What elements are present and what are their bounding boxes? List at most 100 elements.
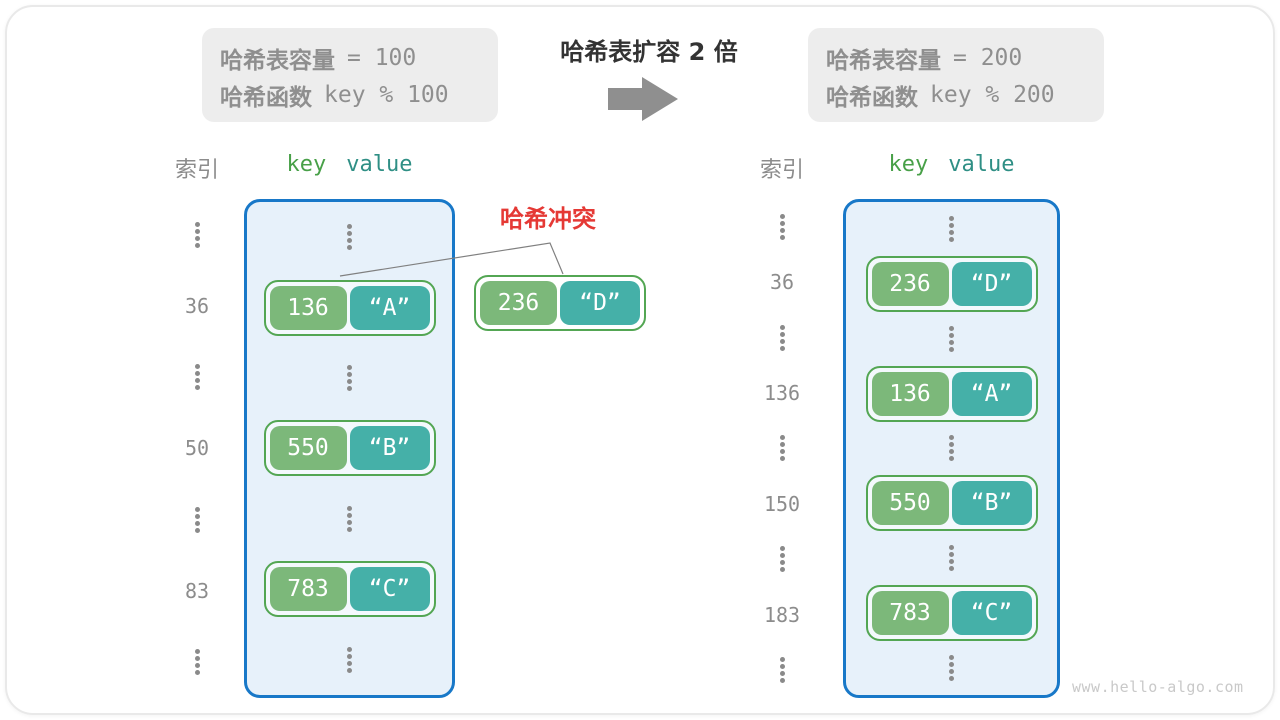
index-label: 50 (184, 436, 210, 461)
bucket-pair-row: 783“C” (247, 554, 452, 624)
value-cell: “A” (951, 371, 1032, 416)
key-value-pair: 783“C” (865, 585, 1038, 642)
index-header: 索引 (174, 158, 219, 183)
value-cell: “B” (349, 426, 430, 471)
index-label: 36 (769, 270, 795, 295)
index-label: 36 (184, 293, 210, 318)
vertical-ellipsis-icon (779, 435, 785, 462)
index-row: 36 (150, 270, 244, 341)
bucket-ellipsis-row (247, 343, 452, 413)
value-cell: “B” (951, 481, 1032, 526)
index-label: 136 (763, 381, 801, 406)
bucket-container: 136“A” 550“B” 783“C” (244, 199, 455, 698)
index-ellipsis-row (735, 310, 829, 365)
hash-function-label: 哈希函数 (220, 84, 312, 111)
index-ellipsis-row (735, 199, 829, 254)
vertical-ellipsis-icon (949, 545, 954, 572)
hash-function-value: key % 100 (324, 81, 449, 108)
value-cell: “C” (349, 567, 430, 612)
index-column: 36 136 150 183 (735, 199, 829, 698)
bucket-pair-row: 550“B” (247, 413, 452, 483)
capacity-value: = 100 (347, 44, 417, 71)
hash-table-after: 索引 key value 36 136 150 183 236“D” 136“A” 550… (735, 150, 1060, 700)
index-label: 150 (763, 491, 801, 516)
hash-function-line: 哈希函数 key % 200 (826, 76, 1104, 113)
watermark: www.hello-algo.com (1072, 678, 1244, 696)
vertical-ellipsis-icon (347, 224, 352, 251)
hash-table-before: 索引 key value 36 50 83 136“A” 550“B” 783“C” (150, 150, 455, 700)
index-ellipsis-row (735, 421, 829, 476)
index-header: 索引 (759, 158, 804, 183)
expand-arrow-icon (608, 76, 680, 122)
vertical-ellipsis-icon (347, 505, 352, 532)
value-cell: “D” (951, 261, 1032, 306)
key-value-pair: 136“A” (263, 279, 436, 336)
index-row: 183 (735, 587, 829, 642)
bucket-container: 236“D” 136“A” 550“B” 783“C” (843, 199, 1060, 698)
colliding-pair-slot: 236“D” (474, 275, 646, 331)
hash-function-line: 哈希函数 key % 100 (220, 76, 498, 113)
key-value-pair: 236“D” (474, 275, 646, 331)
bucket-ellipsis-row (846, 422, 1057, 476)
vertical-ellipsis-icon (779, 213, 785, 240)
key-header: key (888, 152, 929, 177)
key-value-pair: 136“A” (865, 365, 1038, 422)
vertical-ellipsis-icon (194, 649, 200, 676)
value-header: value (346, 152, 413, 177)
vertical-ellipsis-icon (779, 657, 785, 684)
bucket-ellipsis-row (247, 202, 452, 272)
value-header: value (948, 152, 1015, 177)
key-cell: 136 (269, 285, 347, 330)
value-cell: “A” (349, 285, 430, 330)
index-ellipsis-row (150, 199, 244, 270)
bucket-pair-row: 136“A” (846, 365, 1057, 422)
vertical-ellipsis-icon (949, 655, 954, 682)
vertical-ellipsis-icon (347, 646, 352, 673)
key-value-pair: 550“B” (263, 420, 436, 477)
key-header: key (286, 152, 327, 177)
capacity-value: = 200 (953, 44, 1023, 71)
vertical-ellipsis-icon (194, 221, 200, 248)
bucket-ellipsis-row (846, 202, 1057, 256)
bucket-ellipsis-row (846, 531, 1057, 585)
bucket-ellipsis-row (846, 312, 1057, 366)
vertical-ellipsis-icon (347, 365, 352, 392)
capacity-label: 哈希表容量 (220, 47, 335, 74)
index-row: 83 (150, 555, 244, 626)
vertical-ellipsis-icon (779, 546, 785, 573)
capacity-line: 哈希表容量 = 100 (220, 39, 498, 76)
index-ellipsis-row (150, 342, 244, 413)
key-cell: 783 (269, 567, 347, 612)
vertical-ellipsis-icon (949, 435, 954, 462)
bucket-pair-row: 550“B” (846, 475, 1057, 532)
index-ellipsis-row (150, 484, 244, 555)
key-cell: 236 (480, 281, 557, 325)
bucket-ellipsis-row (247, 625, 452, 695)
key-value-pair: 236“D” (865, 255, 1038, 312)
bucket-pair-row: 236“D” (846, 255, 1057, 312)
capacity-label: 哈希表容量 (826, 47, 941, 74)
index-ellipsis-row (735, 643, 829, 698)
key-cell: 236 (871, 261, 949, 306)
index-column: 36 50 83 (150, 199, 244, 698)
bucket-ellipsis-row (846, 641, 1057, 695)
capacity-box-before: 哈希表容量 = 100 哈希函数 key % 100 (202, 28, 498, 122)
index-ellipsis-row (150, 627, 244, 698)
vertical-ellipsis-icon (194, 364, 200, 391)
value-cell: “C” (951, 591, 1032, 636)
bucket-pair-row: 783“C” (846, 585, 1057, 642)
bucket-ellipsis-row (247, 484, 452, 554)
hash-function-label: 哈希函数 (826, 84, 918, 111)
value-cell: “D” (560, 281, 640, 325)
key-cell: 550 (871, 481, 949, 526)
index-ellipsis-row (735, 532, 829, 587)
key-cell: 550 (269, 426, 347, 471)
vertical-ellipsis-icon (779, 324, 785, 351)
bucket-pair-row: 136“A” (247, 272, 452, 342)
key-value-header: key value (843, 152, 1060, 177)
hash-function-value: key % 200 (930, 81, 1055, 108)
key-cell: 783 (871, 591, 949, 636)
index-row: 136 (735, 365, 829, 420)
diagram-title: 哈希表扩容 2 倍 (560, 38, 738, 66)
